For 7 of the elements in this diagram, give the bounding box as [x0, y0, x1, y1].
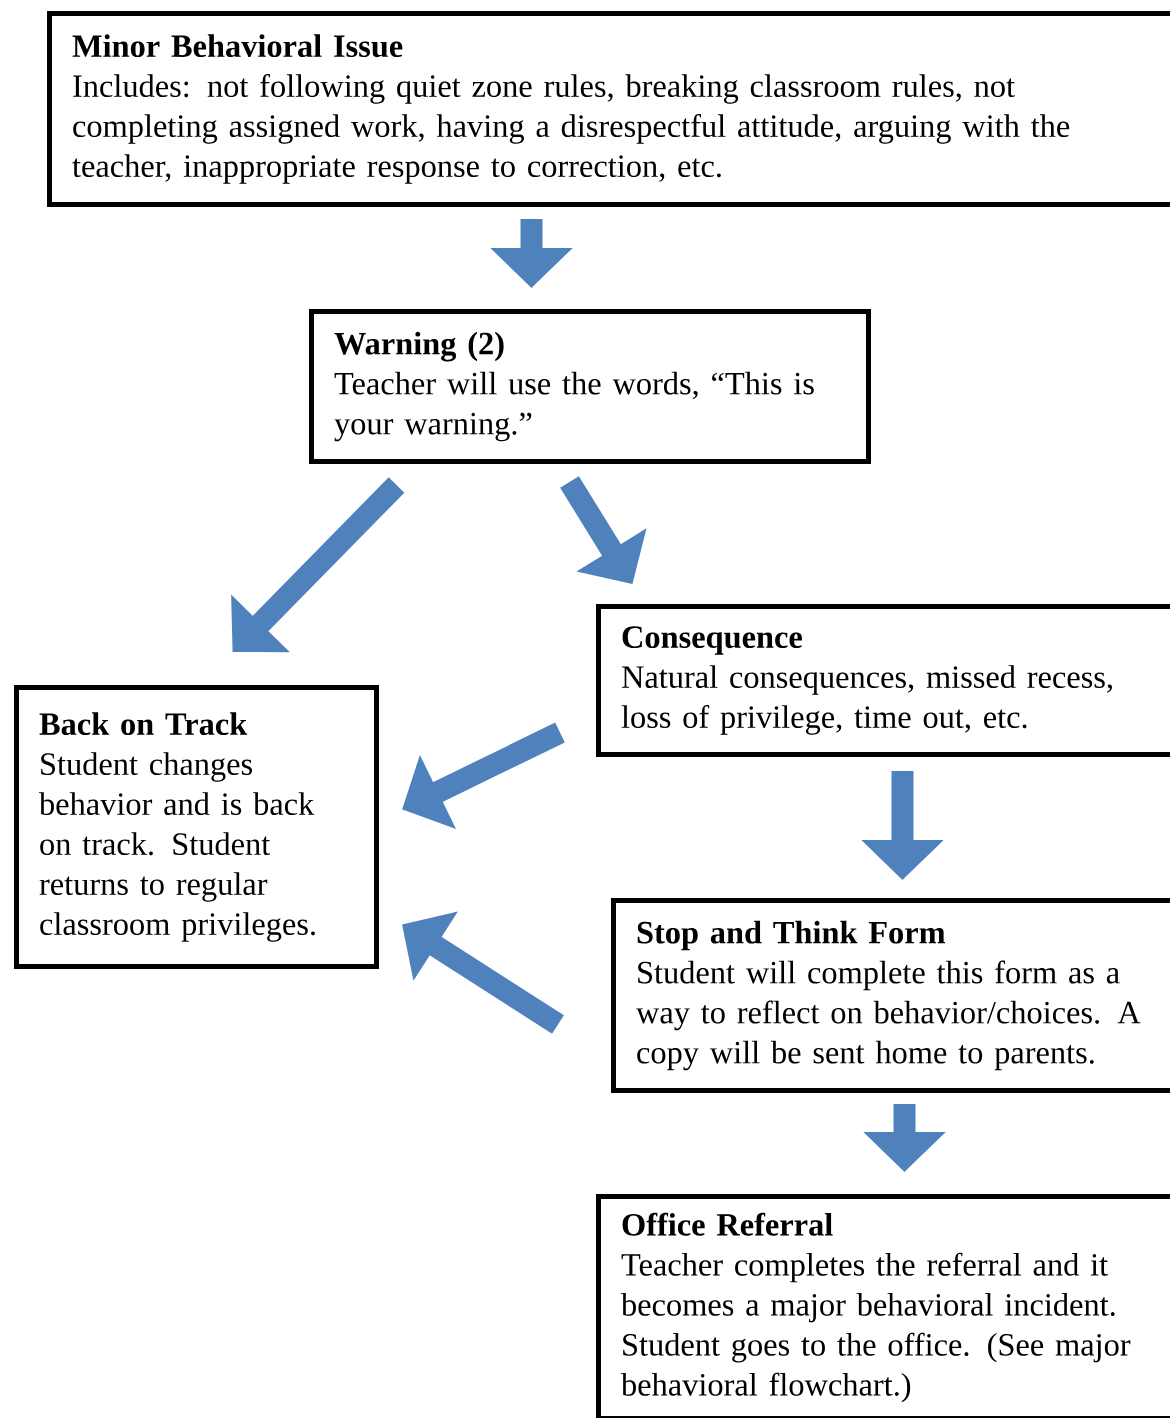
text-box: Stop and Think Form Student will complete this form as a way to reflect on behavior/choices. A copy will be sent home to parents. — [611, 898, 1170, 1093]
text-box: Office Referral Teacher completes the referral and it becomes a major behavioral incident. Student goes to the office. (See major behavioral flowchart.) — [596, 1194, 1170, 1418]
text-box: Minor Behavioral Issue Includes: not following quiet zone rules, breaking classroom rules, not completing assigned work, having a disrespectful attitude, arguing with the teacher, inappropriate response to correction, etc. — [47, 11, 1170, 207]
text-box: Warning (2) Teacher will use the words, “This is your warning.” — [309, 309, 871, 464]
text-box: Back on Track Student changes behavior and is back on track. Student returns to regular classroom privileges. — [14, 685, 379, 969]
text-box: Consequence Natural consequences, missed recess, loss of privilege, time out, etc. — [596, 604, 1170, 757]
block-arrow — [231, 477, 405, 653]
